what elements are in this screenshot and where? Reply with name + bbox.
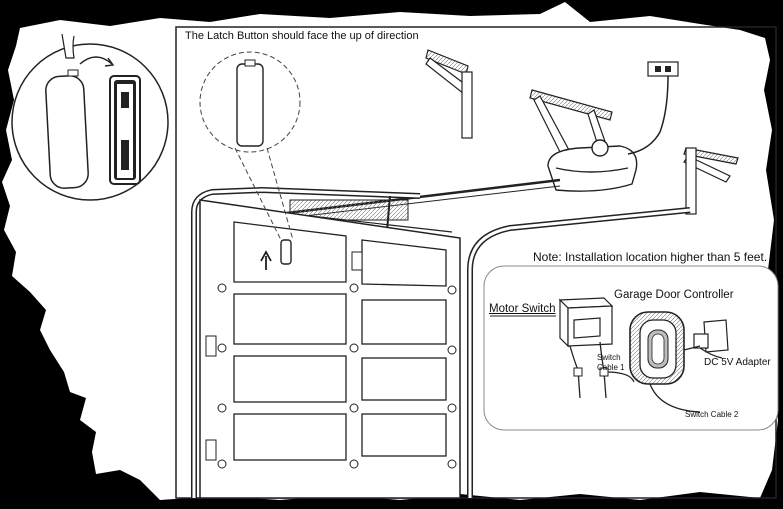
latch-direction-note: The Latch Button should face the up of d… — [185, 30, 419, 42]
latch-inset-circle — [11, 33, 169, 201]
sensor-front-view — [45, 75, 89, 189]
ceiling-bracket-right — [683, 147, 739, 215]
garage-door — [199, 199, 461, 499]
cable-connectors — [573, 367, 609, 377]
dc-adapter-label: DC 5V Adapter — [704, 357, 771, 368]
controller-label: Garage Door Controller — [614, 289, 734, 301]
latch-zoom-bubble — [199, 51, 301, 241]
opener-power-cord — [627, 75, 669, 155]
motor-switch-box — [558, 297, 614, 348]
door-panel-row-2 — [233, 293, 347, 345]
switch-cable-2-label: Switch Cable 2 — [685, 410, 739, 419]
door-sensor — [280, 239, 292, 265]
ceiling-bracket-left — [425, 49, 473, 139]
finger-icon — [61, 33, 75, 59]
opener-motor — [547, 139, 638, 192]
dc-adapter-plug — [693, 319, 729, 353]
rotation-arrow — [79, 56, 113, 65]
motor-switch-label: Motor Switch — [489, 303, 556, 315]
garage-frame — [175, 26, 777, 499]
door-panel-row-4 — [233, 413, 347, 461]
installation-height-note: Note: Installation location higher than … — [533, 250, 768, 264]
up-arrow-icon — [260, 250, 272, 270]
wall-outlet-icon — [647, 61, 679, 77]
switch-cable-1-label: Switch Cable 1 — [597, 353, 625, 372]
door-panel-row-3 — [233, 355, 347, 403]
garage-door-controller-device — [629, 311, 685, 385]
